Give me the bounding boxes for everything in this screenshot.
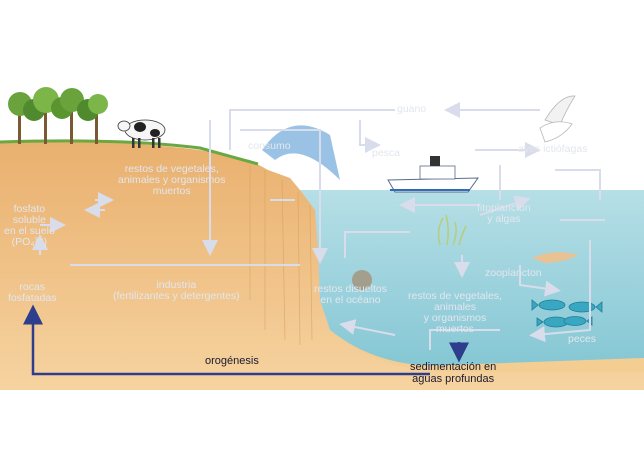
label-fitoplancton: fitoplancton y algas [477,203,531,225]
zooplankton-blob [532,252,578,263]
label-sedimentacion-line2: aguas profundas [412,373,495,385]
label-industria: industria (fertilizantes y detergentes) [113,280,240,302]
trees [8,87,108,144]
orogenesis-arrow [23,304,430,376]
label-pesca: pesca [372,147,401,159]
fishing-boat [387,156,479,193]
label-fosfato: fosfato soluble en el suelo (PO₄³⁻) [4,204,55,248]
label-restos-mar-line1: restos de vegetales, [408,290,502,302]
label-disueltos-line1: restos disueltos [314,283,387,295]
label-restos-tierra-line2: animales y organismos [118,174,226,186]
label-rocas-line2: fosfatadas [8,292,57,304]
label-industria-line2: (fertilizantes y detergentes) [113,290,240,302]
label-sedimentacion: sedimentación en aguas profundas [410,361,496,385]
label-restos-tierra-line1: restos de vegetales, [124,163,219,175]
fish-group [531,299,603,328]
seabird [539,95,576,143]
cow [117,119,166,148]
label-rocas: rocas fosfatadas [8,282,56,304]
label-restos-mar-line4: muertos [436,323,474,335]
label-disueltos-line2: en el océano [320,294,381,306]
label-guano: guano [397,103,427,115]
label-restos-tierra-line3: muertos [152,185,191,197]
label-restos-tierra: restos de vegetales, animales y organism… [118,164,225,197]
label-zooplancton: zooplancton [485,267,542,279]
label-aves: aves ictiófagas [518,143,588,155]
label-restos-mar-line3: y organismos [423,312,487,324]
label-peces: peces [568,333,597,345]
label-fosfato-line2: soluble [12,214,47,226]
label-fosfato-line3: en el suelo [4,225,55,237]
consumo-arrow [262,125,340,180]
cliff [0,141,644,390]
label-fosfato-line1: fosfato [13,203,46,215]
cliff-strata [249,165,313,346]
label-industria-line1: industria [156,279,197,291]
label-disueltos: restos disueltos en el océano [314,284,387,306]
label-fosfato-line4: (PO₄³⁻) [11,236,48,248]
label-fitoplancton-line1: fitoplancton [477,202,531,214]
label-orogenesis: orogénesis [205,355,259,367]
label-restos-mar: restos de vegetales, animales y organism… [408,291,502,335]
seaweed [437,214,467,246]
label-restos-mar-line2: animales [433,301,476,313]
label-consumo: consumo [248,140,291,152]
label-rocas-line1: rocas [19,281,46,293]
label-sedimentacion-line1: sedimentación en [410,361,497,373]
label-fitoplancton-line2: y algas [487,213,521,225]
faint-arrows [32,102,605,350]
dissolved-stain [352,270,372,290]
grass [0,139,259,166]
